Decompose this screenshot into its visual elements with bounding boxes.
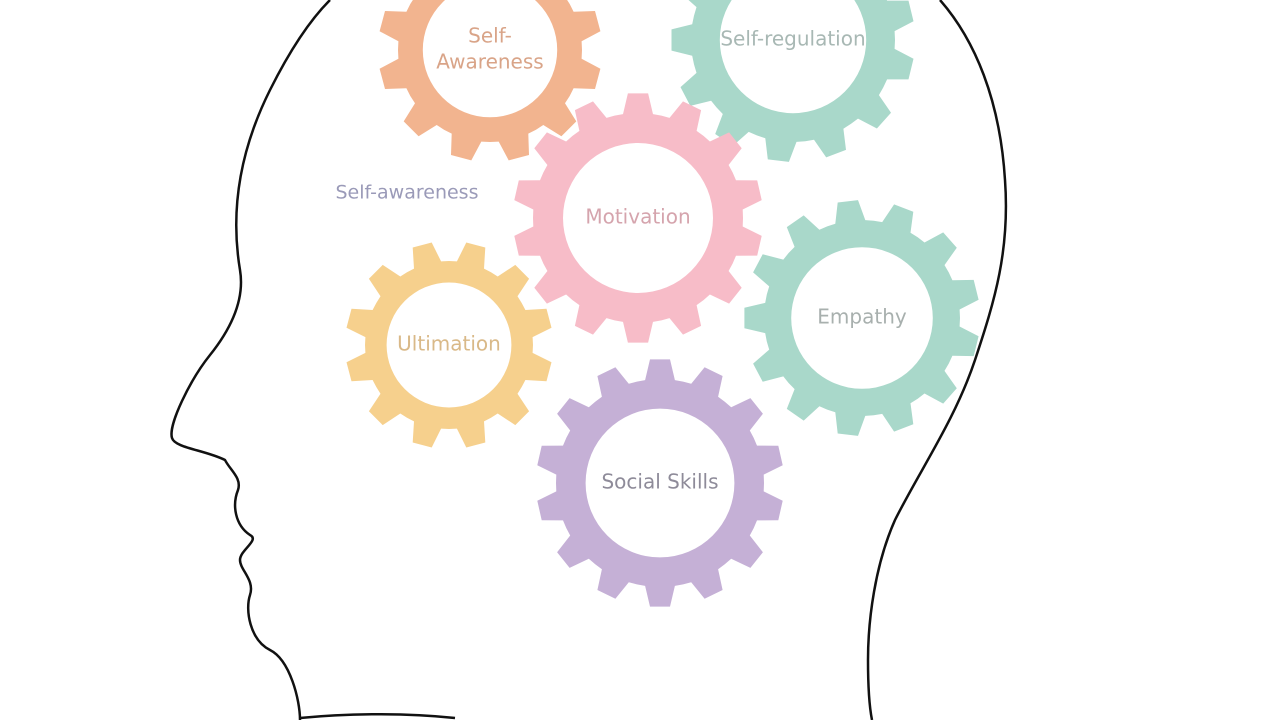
gear-icon: [744, 200, 979, 436]
gear-self-regulation: Self-regulation: [671, 0, 914, 162]
gear-empathy: Empathy: [744, 200, 979, 436]
chin-outline: [299, 712, 456, 720]
gear-label-social-skills: Social Skills: [601, 470, 718, 494]
gear-icon: [346, 242, 552, 448]
gear-motivation: Motivation: [514, 93, 762, 343]
gear-icon: [514, 93, 762, 343]
gear-icon: [537, 359, 783, 607]
gear-label-self-awareness: Awareness: [436, 50, 543, 74]
gear-ultimation: Ultimation: [346, 242, 552, 448]
gear-label-self-awareness: Self-: [468, 24, 512, 48]
gear-icon: [379, 0, 601, 161]
gear-label-self-regulation: Self-regulation: [720, 27, 865, 51]
gear-label-ultimation: Ultimation: [397, 332, 501, 356]
gear-icon: [671, 0, 914, 162]
gear-label-motivation: Motivation: [585, 205, 690, 229]
head-silhouette: [170, 0, 331, 721]
gears-group: Self-Awareness Self-regulationMotivationE…: [346, 0, 979, 607]
floating-self-awareness-label: Self-awareness: [336, 182, 479, 204]
gear-label-empathy: Empathy: [817, 305, 907, 329]
gear-self-awareness: Self-Awareness: [379, 0, 601, 161]
gear-social-skills: Social Skills: [537, 359, 783, 607]
head-back-outline: [866, 0, 1008, 721]
